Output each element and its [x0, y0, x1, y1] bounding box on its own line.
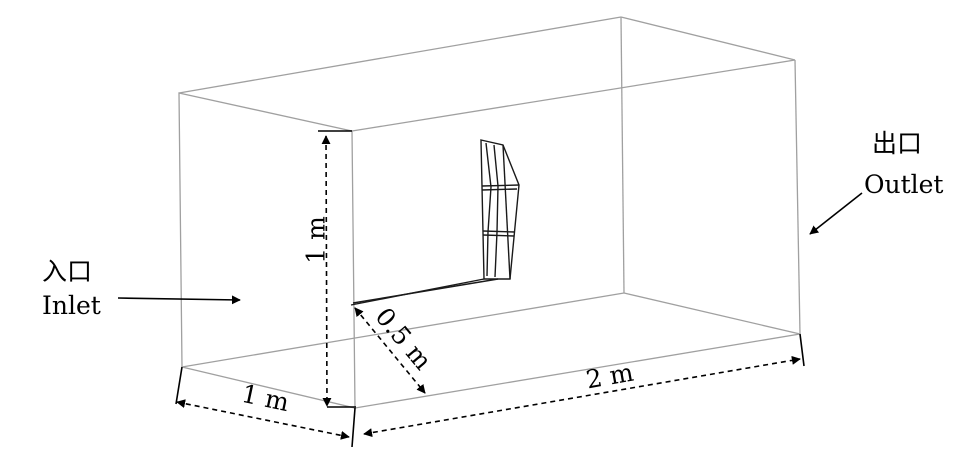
frame-inner-left	[485, 142, 492, 277]
top-front-edge	[351, 59, 796, 132]
inlet-label-cn: 入口	[42, 257, 92, 286]
frame-right-edge	[502, 144, 511, 280]
offset-dimension-arrow	[354, 307, 426, 394]
frame-inner-mid	[493, 144, 499, 278]
inlet-label-en: Inlet	[42, 291, 101, 320]
outlet-flow-arrow	[809, 192, 863, 235]
length-label: 2 m	[584, 358, 636, 395]
width-extension-left	[175, 366, 183, 405]
bottom-outlet-edge	[623, 292, 801, 335]
frame-outline	[480, 139, 520, 280]
outlet-label-en: Outlet	[864, 170, 943, 199]
height-dimension-arrow	[321, 135, 332, 407]
inlet-flow-arrow	[117, 295, 241, 305]
height-label: 1 m	[302, 216, 331, 264]
outlet-vertical-edge	[794, 59, 801, 335]
frame-tie-upper	[481, 184, 520, 187]
top-back-edge	[178, 16, 622, 94]
length-dimension-arrow	[363, 355, 801, 438]
frame-tie-lower-2	[482, 234, 515, 237]
back-vertical-edge	[620, 16, 625, 294]
top-outlet-edge	[620, 16, 796, 61]
frame-base-arm-2	[352, 278, 499, 304]
width-dimension-arrow	[176, 399, 350, 440]
length-extension-right	[799, 333, 805, 367]
frame-tie-lower	[482, 230, 516, 233]
width-label: 1 m	[239, 379, 292, 417]
frame-tie-upper-2	[481, 188, 518, 191]
width-extension-right	[351, 407, 356, 448]
outlet-label-cn: 出口	[872, 129, 922, 158]
frame-structure	[350, 139, 520, 306]
